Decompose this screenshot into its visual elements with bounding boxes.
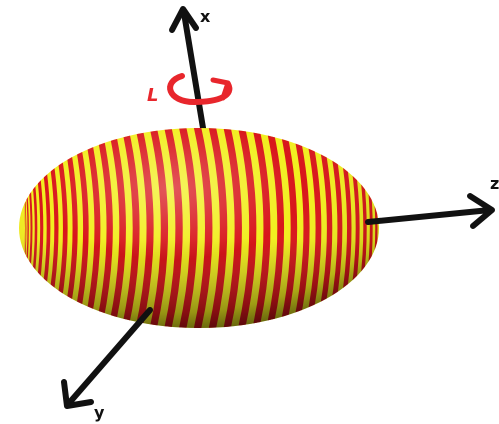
ellipsoid-bottom-shading [19, 128, 379, 328]
spin-label: L [147, 85, 158, 106]
y-axis-label: y [94, 403, 105, 422]
y-axis-arrowhead [61, 379, 94, 409]
ellipsoid [19, 128, 379, 328]
z-axis-label: z [490, 174, 499, 193]
x-axis-label: x [200, 7, 211, 26]
x-axis-line [181, 10, 208, 143]
y-axis-line [67, 307, 153, 405]
x-axis-arrowhead [169, 6, 199, 33]
z-axis [365, 193, 495, 229]
x-axis [169, 6, 208, 143]
z-axis-line [365, 207, 493, 225]
spin-arrow [167, 73, 233, 106]
y-axis [61, 307, 153, 409]
spin-arrow-curve [167, 73, 233, 106]
spin-arrow-head [210, 77, 231, 101]
z-axis-arrowhead [467, 193, 495, 229]
